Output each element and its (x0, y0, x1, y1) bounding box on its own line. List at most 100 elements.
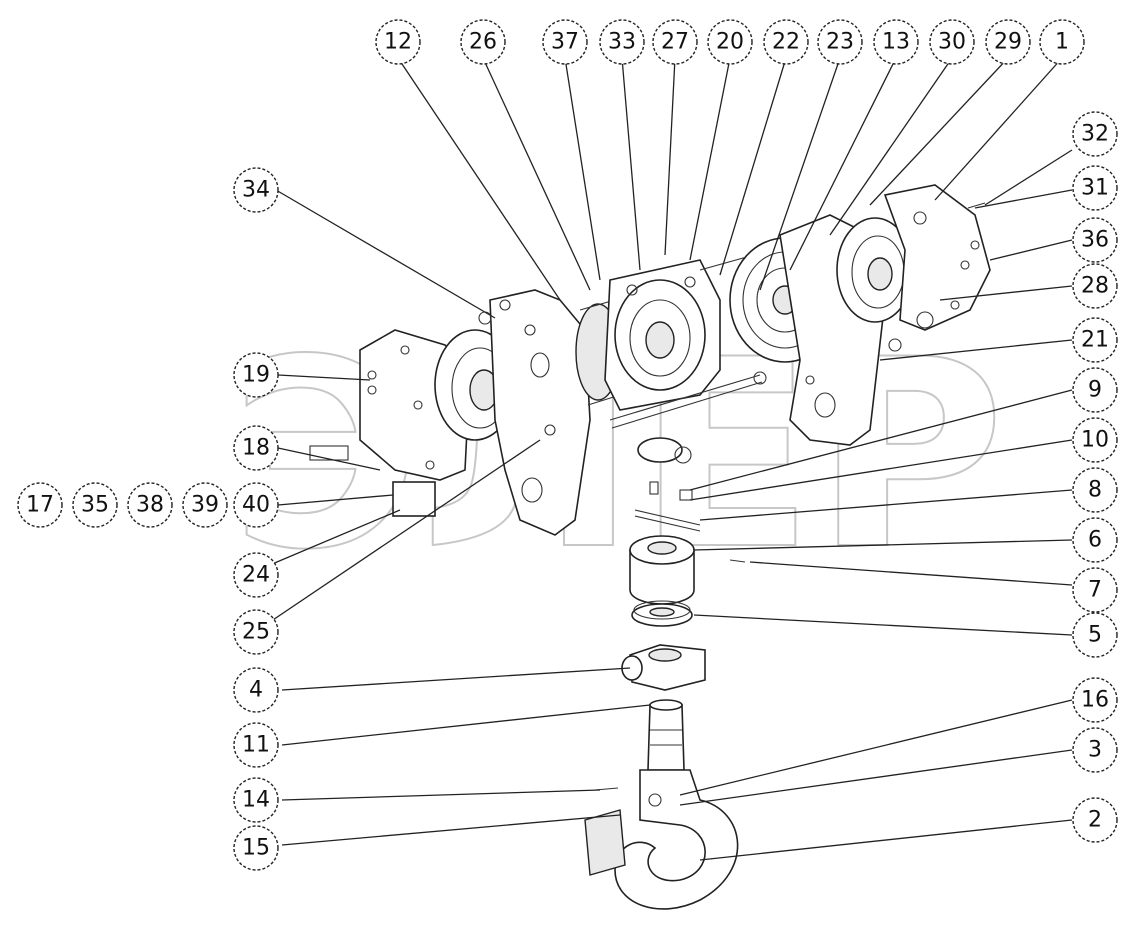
callout-ring (1072, 263, 1118, 309)
callout-ring (17, 482, 63, 528)
callout-24: 24 (233, 552, 279, 598)
callout-label: 18 (242, 436, 270, 461)
callout-28: 28 (1072, 263, 1118, 309)
callout-label: 6 (1088, 528, 1102, 553)
callout-ring (460, 19, 506, 65)
callout-40: 40 (233, 482, 279, 528)
callout-30: 30 (929, 19, 975, 65)
callout-label: 38 (136, 493, 164, 518)
callout-label: 26 (469, 30, 497, 55)
callout-33: 33 (599, 19, 645, 65)
callout-ring (233, 482, 279, 528)
callout-ring (233, 425, 279, 471)
callout-label: 9 (1088, 378, 1102, 403)
hook (584, 769, 739, 910)
callout-2: 2 (1072, 797, 1118, 843)
callout-ring (1072, 727, 1118, 773)
callout-ring (1039, 19, 1085, 65)
callout-label: 4 (249, 678, 263, 703)
callout-39: 39 (182, 482, 228, 528)
callout-ring (182, 482, 228, 528)
callout-1: 1 (1039, 19, 1085, 65)
callout-label: 5 (1088, 623, 1102, 648)
callout-label: 17 (26, 493, 54, 518)
callout-15: 15 (233, 825, 279, 871)
callout-ring (1072, 417, 1118, 463)
callout-label: 19 (242, 363, 270, 388)
callout-7: 7 (1072, 567, 1118, 613)
callout-label: 8 (1088, 478, 1102, 503)
callout-label: 1 (1055, 30, 1069, 55)
callout-13: 13 (873, 19, 919, 65)
callout-ring (233, 777, 279, 823)
small-fasteners (634, 437, 746, 563)
callout-label: 10 (1081, 428, 1109, 453)
callout-ring (233, 667, 279, 713)
callout-label: 3 (1088, 738, 1102, 763)
callout-ring (1072, 467, 1118, 513)
callout-19: 19 (233, 352, 279, 398)
callout-37: 37 (542, 19, 588, 65)
callout-ring (1072, 317, 1118, 363)
callout-label: 39 (191, 493, 219, 518)
callout-label: 35 (81, 493, 109, 518)
callout-36: 36 (1072, 217, 1118, 263)
callout-9: 9 (1072, 367, 1118, 413)
callout-label: 40 (242, 493, 270, 518)
callout-22: 22 (763, 19, 809, 65)
callout-38: 38 (127, 482, 173, 528)
callout-label: 21 (1081, 328, 1109, 353)
callout-ring (1072, 677, 1118, 723)
callout-label: 24 (242, 563, 270, 588)
callout-25: 25 (233, 609, 279, 655)
callout-ring (233, 825, 279, 871)
callout-6: 6 (1072, 517, 1118, 563)
callout-label: 30 (938, 30, 966, 55)
callout-3: 3 (1072, 727, 1118, 773)
callout-12: 12 (375, 19, 421, 65)
callout-ring (873, 19, 919, 65)
hook-yoke (621, 644, 706, 691)
callout-ring (233, 167, 279, 213)
callout-14: 14 (233, 777, 279, 823)
callout-label: 7 (1088, 578, 1102, 603)
callout-17: 17 (17, 482, 63, 528)
callout-label: 12 (384, 30, 412, 55)
callout-8: 8 (1072, 467, 1118, 513)
callout-ring (72, 482, 118, 528)
callout-ring (763, 19, 809, 65)
callout-label: 29 (994, 30, 1022, 55)
callout-label: 33 (608, 30, 636, 55)
callout-label: 2 (1088, 808, 1102, 833)
callout-ring (929, 19, 975, 65)
callout-label: 37 (551, 30, 579, 55)
callout-ring (375, 19, 421, 65)
callout-label: 16 (1081, 688, 1109, 713)
callout-ring (1072, 517, 1118, 563)
callout-16: 16 (1072, 677, 1118, 723)
callout-5: 5 (1072, 612, 1118, 658)
gear-plate (604, 259, 721, 411)
callout-ring (1072, 165, 1118, 211)
callout-ring (1072, 797, 1118, 843)
callout-ring (1072, 217, 1118, 263)
rear-cover (883, 184, 991, 331)
tie-bolt-lower (609, 374, 761, 421)
callout-label: 15 (242, 836, 270, 861)
callout-31: 31 (1072, 165, 1118, 211)
callout-4: 4 (233, 667, 279, 713)
callout-34: 34 (233, 167, 279, 213)
callout-ring (985, 19, 1031, 65)
callout-35: 35 (72, 482, 118, 528)
callout-label: 36 (1081, 228, 1109, 253)
callout-ring (1072, 367, 1118, 413)
callout-label: 31 (1081, 176, 1109, 201)
callout-label: 14 (242, 788, 270, 813)
callout-label: 32 (1081, 122, 1109, 147)
callout-11: 11 (233, 722, 279, 768)
callout-ring (233, 552, 279, 598)
middle-side-plate (489, 289, 591, 536)
callout-32: 32 (1072, 111, 1118, 157)
